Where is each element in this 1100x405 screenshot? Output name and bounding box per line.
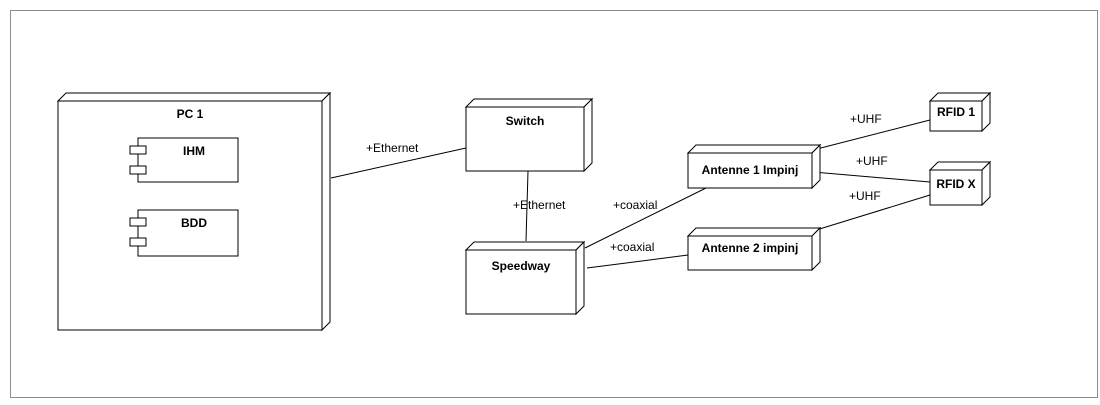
component-icon bbox=[129, 145, 147, 155]
edge-antenne2-rfidx bbox=[812, 194, 931, 232]
component-icon bbox=[129, 165, 147, 175]
node-rfid1[interactable]: RFID 1 bbox=[928, 91, 992, 133]
edge-switch-speedway bbox=[525, 170, 529, 242]
component-icon bbox=[129, 217, 147, 227]
edges bbox=[330, 119, 931, 269]
component-label-bdd: BDD bbox=[181, 216, 207, 230]
edge-antenne1-rfid1 bbox=[812, 119, 931, 151]
edge-pc-switch bbox=[330, 147, 467, 179]
node-title-antenne1: Antenne 1 Impinj bbox=[702, 163, 799, 177]
node-speedway[interactable]: Speedway bbox=[464, 240, 586, 316]
node-title-rfidx: RFID X bbox=[936, 177, 975, 191]
edge-antenne1-rfidx bbox=[812, 171, 931, 183]
edge-label-speedway-antenne2: +coaxial bbox=[610, 240, 654, 254]
node-title-antenne2: Antenne 2 impinj bbox=[702, 241, 799, 255]
component-label-ihm: IHM bbox=[183, 144, 205, 158]
edge-label-speedway-antenne1: +coaxial bbox=[613, 198, 657, 212]
node-antenne2[interactable]: Antenne 2 impinj bbox=[686, 226, 822, 272]
node-title-rfid1: RFID 1 bbox=[937, 105, 975, 119]
node-title-switch: Switch bbox=[506, 114, 545, 128]
node-title-pc1: PC 1 bbox=[177, 107, 204, 121]
node-rfidx[interactable]: RFID X bbox=[928, 160, 992, 207]
node-switch[interactable]: Switch bbox=[464, 97, 594, 173]
node-title-speedway: Speedway bbox=[492, 259, 551, 273]
node-pc1[interactable]: PC 1 IHM BDD bbox=[56, 91, 332, 332]
edge-label-antenne1-rfidx: +UHF bbox=[856, 154, 888, 168]
edge-speedway-antenne1 bbox=[584, 187, 707, 249]
component-icon bbox=[129, 237, 147, 247]
edge-labels: +Ethernet +Ethernet +coaxial +coaxial +U… bbox=[366, 112, 888, 254]
edge-label-antenne1-rfid1: +UHF bbox=[850, 112, 882, 126]
edge-label-switch-speedway: +Ethernet bbox=[513, 198, 566, 212]
node-antenne1[interactable]: Antenne 1 Impinj bbox=[686, 143, 822, 190]
edge-label-pc-switch: +Ethernet bbox=[366, 141, 419, 155]
component-bdd[interactable]: BDD bbox=[129, 209, 239, 257]
edge-label-antenne2-rfidx: +UHF bbox=[849, 189, 881, 203]
edge-speedway-antenne2 bbox=[586, 254, 689, 269]
component-ihm[interactable]: IHM bbox=[129, 137, 239, 183]
